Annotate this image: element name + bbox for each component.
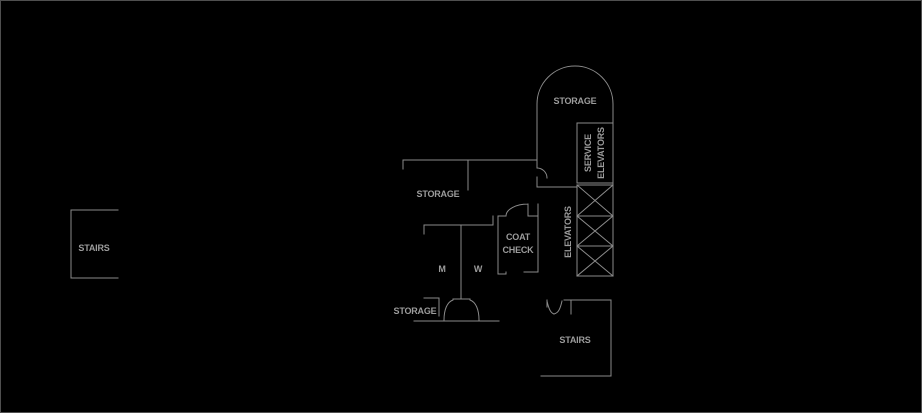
mens-room-label: M: [438, 264, 445, 274]
wall-lines: [70, 65, 614, 377]
service-elevators-label-line1: SERVICE: [583, 134, 593, 172]
arch-door-arc-icon: [536, 167, 548, 179]
arch-storage-label: STORAGE: [554, 96, 597, 106]
service-elevators-label-line2: ELEVATORS: [596, 127, 606, 179]
coat-check-label-line1: COAT: [506, 232, 531, 242]
left-stairs-label: STAIRS: [78, 243, 109, 253]
mid-storage-walls: [402, 159, 538, 191]
room-labels: STAIRS STORAGE STORAGE SERVICE ELEVATORS…: [78, 96, 606, 345]
womens-room-label: W: [474, 264, 483, 274]
restroom-walls: [423, 215, 494, 300]
service-elevators-box: [576, 122, 614, 184]
bottom-storage-label: STORAGE: [394, 306, 437, 316]
left-stairs-walls: [70, 209, 119, 279]
coat-check-label-line2: CHECK: [502, 245, 534, 255]
coat-check-walls: [497, 203, 539, 275]
mid-storage-label: STORAGE: [417, 189, 460, 199]
bottom-stairs-label: STAIRS: [559, 335, 590, 345]
vestibule-dome-icon: [443, 298, 480, 321]
bottom-stairs-walls: [540, 299, 612, 377]
arch-wall-lower-segment: [536, 159, 578, 188]
arch-room-walls: [536, 65, 614, 277]
elevators-label: ELEVATORS: [563, 206, 573, 258]
elevator-x-icon: [576, 184, 614, 277]
bottom-storage-walls: [423, 297, 440, 317]
bottom-stairs-double-door-icon: [546, 299, 563, 315]
coat-check-door-arc-icon: [505, 203, 529, 217]
